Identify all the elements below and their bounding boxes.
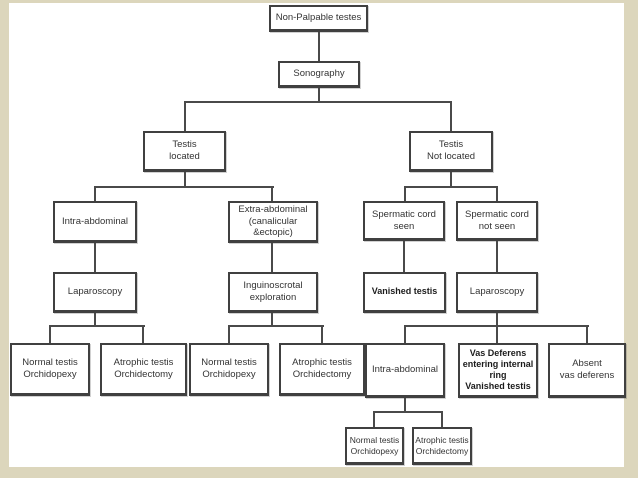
- connector-line: [404, 397, 406, 413]
- connector-line: [184, 101, 452, 103]
- connector-line: [450, 101, 452, 131]
- node-absent-vas-deferens: Absent vas deferens: [548, 343, 626, 398]
- connector-line: [49, 325, 145, 327]
- node-sonography: Sonography: [278, 61, 360, 88]
- node-normal-testis-orchidopexy-3: Normal testis Orchidopexy: [345, 427, 404, 465]
- connector-line: [373, 411, 443, 413]
- connector-line: [228, 325, 230, 343]
- connector-line: [321, 325, 323, 343]
- node-extra-abdominal: Extra-abdominal (canalicular &ectopic): [228, 201, 318, 243]
- connector-line: [404, 186, 406, 201]
- connector-line: [271, 242, 273, 272]
- connector-line: [404, 186, 498, 188]
- node-laparoscopy-left: Laparoscopy: [53, 272, 137, 313]
- connector-line: [271, 186, 273, 201]
- node-inguinoscrotal-exploration: Inguinoscrotal exploration: [228, 272, 318, 313]
- node-non-palpable-testes: Non-Palpable testes: [269, 5, 368, 32]
- node-testis-not-located: Testis Not located: [409, 131, 493, 172]
- node-atrophic-testis-orchidectomy-2: Atrophic testis Orchidectomy: [279, 343, 365, 396]
- node-normal-testis-orchidopexy-1: Normal testis Orchidopexy: [10, 343, 90, 396]
- connector-line: [450, 171, 452, 188]
- connector-line: [94, 242, 96, 272]
- connector-line: [184, 171, 186, 188]
- connector-line: [496, 325, 498, 343]
- node-intra-abdominal-2: Intra-abdominal: [365, 343, 445, 398]
- connector-line: [373, 411, 375, 427]
- connector-line: [404, 325, 406, 343]
- node-spermatic-cord-not-seen: Spermatic cord not seen: [456, 201, 538, 241]
- node-spermatic-cord-seen: Spermatic cord seen: [363, 201, 445, 241]
- connector-line: [228, 325, 324, 327]
- connector-line: [94, 186, 274, 188]
- connector-line: [496, 240, 498, 272]
- connector-line: [94, 312, 96, 327]
- node-laparoscopy-right: Laparoscopy: [456, 272, 538, 313]
- connector-line: [496, 186, 498, 201]
- node-testis-located: Testis located: [143, 131, 226, 172]
- node-vanished-testis: Vanished testis: [363, 272, 446, 313]
- connector-line: [184, 101, 186, 131]
- connector-line: [49, 325, 51, 343]
- node-intra-abdominal: Intra-abdominal: [53, 201, 137, 243]
- connector-line: [94, 186, 96, 201]
- node-vas-deferens-internal-ring: Vas Deferens entering internal ring Vani…: [458, 343, 538, 398]
- connector-line: [403, 240, 405, 272]
- node-atrophic-testis-orchidectomy-1: Atrophic testis Orchidectomy: [100, 343, 187, 396]
- connector-line: [318, 87, 320, 103]
- connector-line: [586, 325, 588, 343]
- node-atrophic-testis-orchidectomy-3: Atrophic testis Orchidectomy: [412, 427, 472, 465]
- connector-line: [142, 325, 144, 343]
- connector-line: [441, 411, 443, 427]
- connector-line: [496, 312, 498, 327]
- node-normal-testis-orchidopexy-2: Normal testis Orchidopexy: [189, 343, 269, 396]
- connector-line: [271, 312, 273, 327]
- connector-line: [318, 31, 320, 61]
